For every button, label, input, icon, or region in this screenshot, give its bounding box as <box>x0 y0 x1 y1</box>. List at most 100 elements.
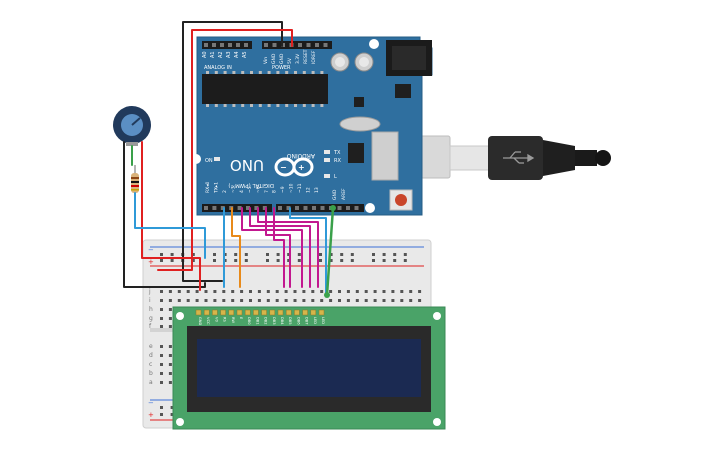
breadboard-hole[interactable] <box>346 290 350 293</box>
lcd-pin[interactable] <box>220 309 226 316</box>
header-pin[interactable] <box>212 206 217 210</box>
breadboard-hole[interactable] <box>249 299 252 302</box>
rail-hole[interactable] <box>213 253 216 256</box>
breadboard-hole[interactable] <box>204 299 208 302</box>
rail-hole[interactable] <box>160 413 163 416</box>
breadboard-hole[interactable] <box>293 299 297 302</box>
breadboard-hole[interactable] <box>160 354 163 357</box>
breadboard-hole[interactable] <box>186 290 190 293</box>
breadboard-hole[interactable] <box>177 290 181 293</box>
breadboard-hole[interactable] <box>160 381 163 384</box>
rail-hole[interactable] <box>170 413 174 416</box>
lcd-pin[interactable] <box>212 309 218 316</box>
breadboard-hole[interactable] <box>168 345 172 348</box>
breadboard-hole[interactable] <box>409 299 413 302</box>
breadboard-hole[interactable] <box>284 290 288 293</box>
lcd-pin[interactable] <box>195 309 202 316</box>
breadboard-hole[interactable] <box>373 290 377 293</box>
lcd-pin[interactable] <box>310 309 317 316</box>
rail-hole[interactable] <box>160 259 163 262</box>
rail-hole[interactable] <box>340 259 344 262</box>
header-pin[interactable] <box>337 206 342 210</box>
breadboard-hole[interactable] <box>364 290 368 293</box>
breadboard-hole[interactable] <box>329 299 333 302</box>
breadboard-hole[interactable] <box>373 299 377 302</box>
rail-hole[interactable] <box>266 253 269 256</box>
breadboard-hole[interactable] <box>240 290 244 293</box>
header-pin[interactable] <box>303 206 308 210</box>
rail-hole[interactable] <box>350 253 354 256</box>
rail-hole[interactable] <box>287 253 291 256</box>
breadboard-hole[interactable] <box>168 372 172 375</box>
rail-hole[interactable] <box>160 253 163 256</box>
lcd-pin[interactable] <box>203 309 210 316</box>
rail-hole[interactable] <box>170 253 174 256</box>
breadboard-hole[interactable] <box>275 290 279 293</box>
breadboard-hole[interactable] <box>338 299 341 302</box>
rail-hole[interactable] <box>244 259 248 262</box>
rail-hole[interactable] <box>276 259 280 262</box>
header-pin[interactable] <box>306 43 311 47</box>
breadboard-hole[interactable] <box>160 308 163 311</box>
header-pin[interactable] <box>228 43 232 47</box>
breadboard-hole[interactable] <box>257 290 261 293</box>
breadboard-hole[interactable] <box>168 354 172 357</box>
header-pin[interactable] <box>237 206 242 210</box>
rail-hole[interactable] <box>170 406 174 409</box>
rail-hole[interactable] <box>213 259 216 262</box>
breadboard-hole[interactable] <box>160 299 163 302</box>
rail-hole[interactable] <box>191 253 195 256</box>
rail-hole[interactable] <box>191 259 195 262</box>
rail-hole[interactable] <box>297 253 301 256</box>
rail-hole[interactable] <box>276 253 280 256</box>
breadboard-hole[interactable] <box>275 299 279 302</box>
breadboard-hole[interactable] <box>418 290 422 293</box>
breadboard-hole[interactable] <box>284 299 288 302</box>
rail-hole[interactable] <box>297 259 301 262</box>
resistor[interactable] <box>131 165 139 193</box>
lcd-pin[interactable] <box>228 309 235 316</box>
header-pin[interactable] <box>264 43 268 47</box>
lcd-pin[interactable] <box>302 309 308 316</box>
rail-hole[interactable] <box>223 253 227 256</box>
header-pin[interactable] <box>220 206 225 210</box>
rail-hole[interactable] <box>234 259 238 262</box>
breadboard-hole[interactable] <box>346 299 350 302</box>
breadboard-hole[interactable] <box>168 381 172 384</box>
rail-hole[interactable] <box>287 259 291 262</box>
breadboard-hole[interactable] <box>311 299 315 302</box>
breadboard-hole[interactable] <box>222 299 226 302</box>
breadboard-hole[interactable] <box>186 299 190 302</box>
lcd-pin[interactable] <box>285 309 292 316</box>
breadboard-hole[interactable] <box>409 290 413 293</box>
breadboard-hole[interactable] <box>382 299 386 302</box>
breadboard-hole[interactable] <box>382 290 386 293</box>
breadboard-hole[interactable] <box>222 290 226 293</box>
breadboard-hole[interactable] <box>168 308 172 311</box>
lcd-pin[interactable] <box>269 309 276 316</box>
header-pin[interactable] <box>204 206 208 210</box>
breadboard-hole[interactable] <box>391 299 395 302</box>
lcd-pin[interactable] <box>253 309 259 316</box>
header-pin[interactable] <box>320 206 325 210</box>
breadboard-hole[interactable] <box>177 299 181 302</box>
header-pin[interactable] <box>212 43 216 47</box>
breadboard-hole[interactable] <box>160 363 163 366</box>
lcd-pin[interactable] <box>261 309 267 316</box>
breadboard-hole[interactable] <box>266 290 270 293</box>
rail-hole[interactable] <box>319 253 322 256</box>
header-pin[interactable] <box>244 43 248 47</box>
breadboard-hole[interactable] <box>160 345 163 348</box>
breadboard-hole[interactable] <box>231 299 235 302</box>
rail-hole[interactable] <box>372 259 375 262</box>
reset-button[interactable] <box>389 189 413 211</box>
header-pin[interactable] <box>315 43 319 47</box>
breadboard-hole[interactable] <box>204 290 208 293</box>
breadboard-hole[interactable] <box>213 290 217 293</box>
breadboard-hole[interactable] <box>240 299 244 302</box>
rail-hole[interactable] <box>372 253 375 256</box>
breadboard-hole[interactable] <box>320 290 324 293</box>
breadboard-hole[interactable] <box>266 299 270 302</box>
breadboard-hole[interactable] <box>355 299 359 302</box>
